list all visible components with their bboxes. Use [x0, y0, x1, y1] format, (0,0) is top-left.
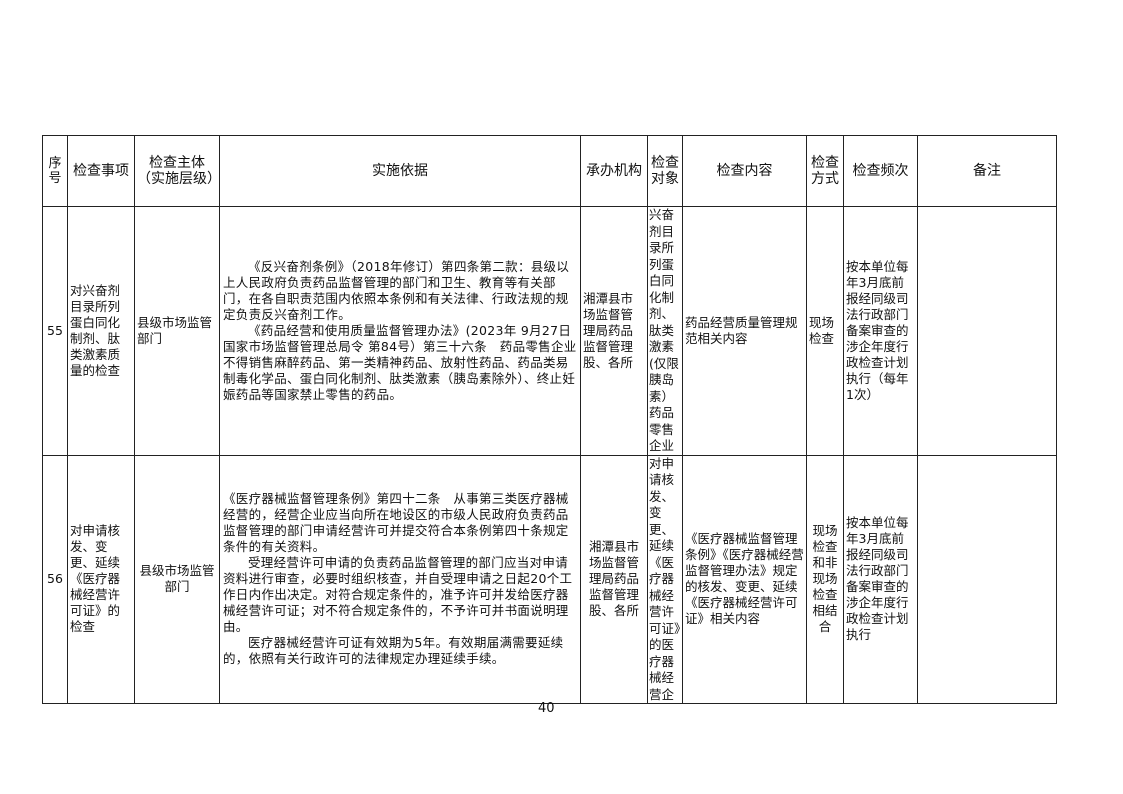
row-item: 对申请核发、变更、延续《医疗器械经营许可证》的检查	[67, 454, 135, 704]
row-target: 对申请核发、变更、延续《医疗器械经营许可证》的医疗器械经营企	[647, 454, 683, 704]
header-item: 检查事项	[67, 135, 135, 207]
header-agency: 承办机构	[580, 135, 648, 207]
row-content: 药品经营质量管理规范相关内容	[682, 206, 807, 456]
inspection-table: 序号 检查事项 检查主体（实施层级） 实施依据 承办机构 检查对象 检查内容 检…	[42, 135, 1057, 704]
basis-paragraph: 《医疗器械监督管理条例》第四十二条 从事第三类医疗器械经营的，经营企业应当向所在…	[223, 491, 569, 555]
header-remark: 备注	[917, 135, 1057, 207]
header-method: 检查方式	[806, 135, 844, 207]
row-content: 《医疗器械监督管理条例》《医疗器械经营监督管理办法》规定的核发、变更、延续《医疗…	[682, 454, 807, 704]
row-frequency: 按本单位每年3月底前报经同级司法行政部门备案审查的涉企年度行政检查计划执行（每年…	[843, 206, 918, 456]
row-method: 现场检查	[806, 206, 844, 456]
header-target: 检查对象	[647, 135, 683, 207]
row-item: 对兴奋剂目录所列蛋白同化制剂、肽类激素质量的检查	[67, 206, 135, 456]
header-subject: 检查主体（实施层级）	[134, 135, 220, 207]
basis-paragraph: 医疗器械经营许可证有效期为5年。有效期届满需要延续的，依照有关行政许可的法律规定…	[223, 635, 564, 667]
row-remark	[917, 206, 1057, 456]
basis-paragraph: 《反兴奋剂条例》（2018年修订）第四条第二款：县级以上人民政府负责药品监督管理…	[223, 258, 570, 322]
row-remark	[917, 454, 1057, 704]
table-row: 56 对申请核发、变更、延续《医疗器械经营许可证》的检查 县级市场监管部门 《医…	[42, 454, 1057, 704]
row-no: 55	[42, 206, 68, 456]
row-agency: 湘潭县市场监督管理局药品监督管理股、各所	[580, 454, 648, 704]
row-method: 现场检查和非现场检查相结合	[806, 454, 844, 704]
row-no: 56	[42, 454, 68, 704]
basis-paragraph: 受理经营许可申请的负责药品监督管理的部门应当对申请资料进行审查，必要时组织核查，…	[223, 555, 573, 635]
basis-paragraph: 《药品经营和使用质量监督管理办法》(2023年 9月27日国家市场监督管理总局令…	[223, 322, 577, 402]
row-basis: 《医疗器械监督管理条例》第四十二条 从事第三类医疗器械经营的，经营企业应当向所在…	[219, 454, 581, 704]
row-basis: 《反兴奋剂条例》（2018年修订）第四条第二款：县级以上人民政府负责药品监督管理…	[219, 206, 581, 456]
header-row: 序号 检查事项 检查主体（实施层级） 实施依据 承办机构 检查对象 检查内容 检…	[42, 135, 1057, 207]
header-basis: 实施依据	[219, 135, 581, 207]
row-frequency: 按本单位每年3月底前报经同级司法行政部门备案审查的涉企年度行政检查计划执行	[843, 454, 918, 704]
row-agency: 湘潭县市场监督管理局药品监督管理股、各所	[580, 206, 648, 456]
table-row: 55 对兴奋剂目录所列蛋白同化制剂、肽类激素质量的检查 县级市场监管部门 《反兴…	[42, 206, 1057, 456]
header-no: 序号	[42, 135, 68, 207]
header-frequency: 检查频次	[843, 135, 918, 207]
row-target: 兴奋剂目录所列蛋白同化制剂、肽类激素(仅限胰岛素）药品零售企业	[647, 206, 683, 456]
header-content: 检查内容	[682, 135, 807, 207]
row-subject: 县级市场监管部门	[134, 206, 220, 456]
row-subject: 县级市场监管部门	[134, 454, 220, 704]
page-number: 40	[538, 701, 555, 716]
